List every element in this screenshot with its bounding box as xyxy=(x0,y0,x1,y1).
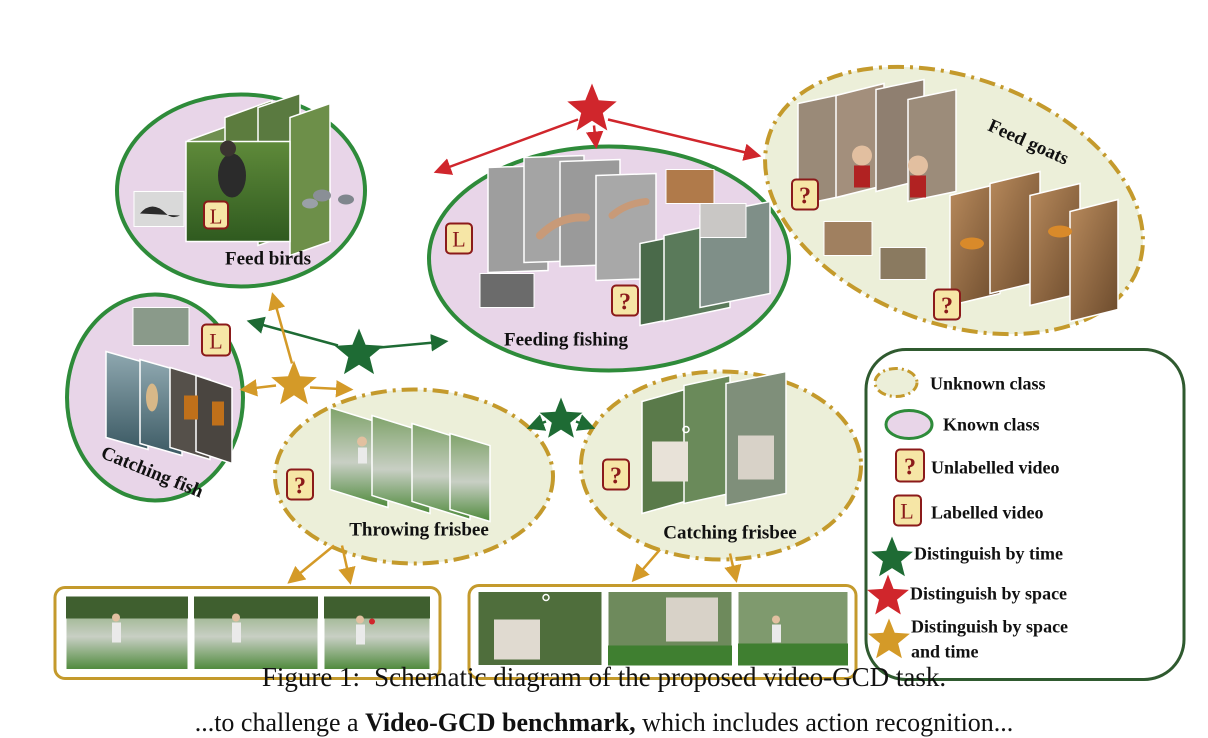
svg-text:?: ? xyxy=(941,294,953,320)
throwing-frisbee-frames xyxy=(329,406,491,523)
unlabelled-badge-icon: ? xyxy=(611,284,639,317)
svg-text:?: ? xyxy=(610,464,622,490)
legend-label: Distinguish by space xyxy=(910,584,1067,604)
svg-text:?: ? xyxy=(294,474,306,500)
svg-text:L: L xyxy=(209,329,222,354)
legend-distinguish-space-time: Distinguish by space and time xyxy=(868,617,1068,662)
legend-distinguish-time: Distinguish by time xyxy=(871,536,1063,577)
body-text-bold: Video-GCD benchmark, xyxy=(365,708,636,737)
legend-label: Labelled video xyxy=(931,503,1044,523)
labelled-badge-icon: L xyxy=(445,222,473,255)
class-feeding-fishing: L ? Feeding fishing xyxy=(427,144,791,373)
unlabelled-badge-icon: ? xyxy=(286,468,314,501)
space-time-star-icon xyxy=(271,360,317,405)
relation-time-frisbee xyxy=(526,397,596,438)
legend-unknown-class: Unknown class xyxy=(873,367,1046,398)
legend-label: and time xyxy=(911,642,979,662)
relation-space-time xyxy=(239,292,354,405)
body-text-before: ...to challenge a xyxy=(194,708,359,737)
unlabelled-badge-icon: ? xyxy=(602,458,630,491)
space-time-star-icon xyxy=(868,618,910,659)
legend-label: Unlabelled video xyxy=(931,458,1060,478)
class-label-throwing-frisbee: Throwing frisbee xyxy=(349,520,489,541)
time-star-icon xyxy=(334,328,384,375)
space-star-icon xyxy=(867,574,909,615)
feeding-fishing-frames xyxy=(479,154,771,327)
class-catching-fish: L Catching fish xyxy=(65,292,245,503)
catching-frisbee-frames xyxy=(641,370,787,515)
legend-distinguish-space: Distinguish by space xyxy=(867,574,1067,615)
svg-text:?: ? xyxy=(619,290,631,316)
catching-fish-frames xyxy=(105,307,233,465)
legend-unlabelled-video: ? Unlabelled video xyxy=(895,448,1060,483)
class-label-catching-frisbee: Catching frisbee xyxy=(663,523,797,544)
class-catching-frisbee: ? Catching frisbee xyxy=(579,369,863,562)
relation-time-fish xyxy=(246,316,449,375)
strip-frame xyxy=(323,596,431,670)
catching-frisbee-strip xyxy=(467,584,858,680)
time-star-icon xyxy=(539,397,583,438)
class-feed-goats: ? ? Feed goats xyxy=(763,64,1145,337)
class-feed-birds: L Feed birds xyxy=(115,92,367,289)
unlabelled-badge-icon: ? xyxy=(933,288,961,321)
svg-text:L: L xyxy=(210,205,223,229)
svg-text:L: L xyxy=(900,499,913,524)
class-label-feed-birds: Feed birds xyxy=(225,249,311,270)
legend-known-class: Known class xyxy=(884,409,1040,440)
labelled-badge-icon: L xyxy=(201,323,231,357)
body-text-fragment: ...to challenge a Video-GCD benchmark, w… xyxy=(0,708,1208,738)
unlabelled-badge-icon: ? xyxy=(895,448,925,483)
legend-label: Known class xyxy=(943,415,1040,435)
strip-arrows xyxy=(287,544,742,585)
unlabelled-badge-icon: ? xyxy=(791,178,819,211)
feed-goats-frames xyxy=(797,78,1119,323)
strip-frame xyxy=(607,591,733,666)
figure-number: Figure 1: xyxy=(261,662,361,692)
labelled-badge-icon: L xyxy=(203,200,229,230)
strip-frame xyxy=(477,591,603,666)
svg-text:L: L xyxy=(452,227,465,252)
class-throwing-frisbee: ? Throwing frisbee xyxy=(273,387,555,566)
strip-frame xyxy=(193,596,319,670)
caption-text: Schematic diagram of the proposed video-… xyxy=(374,662,947,692)
throwing-frisbee-strip xyxy=(53,586,442,680)
body-text-after: which includes action recognition... xyxy=(642,708,1014,737)
legend-labelled-video: L Labelled video xyxy=(893,494,1044,527)
strip-frame xyxy=(737,591,849,666)
legend: Unknown class Known class ? Unlabelled v… xyxy=(864,348,1186,681)
class-label-feeding-fishing: Feeding fishing xyxy=(504,330,629,351)
legend-label: Distinguish by space xyxy=(911,617,1068,637)
legend-label: Unknown class xyxy=(930,374,1046,394)
svg-text:?: ? xyxy=(904,455,916,481)
space-star-icon xyxy=(567,83,617,131)
time-star-icon xyxy=(871,536,913,577)
labelled-badge-icon: L xyxy=(893,494,922,527)
relation-space xyxy=(433,83,762,175)
legend-label: Distinguish by time xyxy=(914,544,1063,564)
figure-caption: Figure 1: Schematic diagram of the propos… xyxy=(0,662,1208,693)
strip-frame xyxy=(65,596,189,670)
svg-text:?: ? xyxy=(799,184,811,210)
